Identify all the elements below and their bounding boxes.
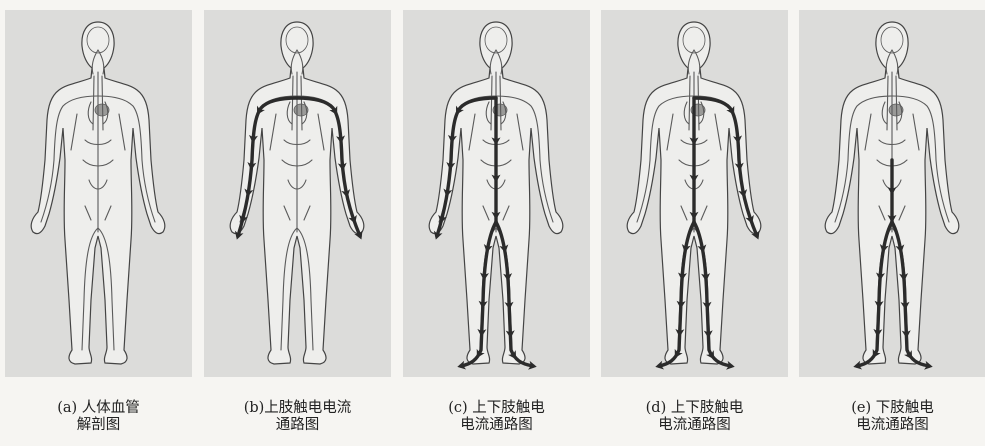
- caption-label: (a): [57, 400, 77, 416]
- body-diagram-d: [601, 10, 788, 377]
- panel-e: [799, 10, 985, 377]
- caption-label: (d): [646, 400, 667, 416]
- body-diagram-c: [403, 10, 590, 377]
- panel-b: [204, 10, 391, 377]
- caption-a: (a) 人体血管 解剖图: [5, 400, 192, 434]
- caption-b: (b)上肢触电电流 通路图: [204, 400, 391, 434]
- caption-text-2: 通路图: [204, 417, 391, 434]
- caption-label: (c): [448, 400, 467, 416]
- caption-text: 上肢触电电流: [264, 400, 351, 416]
- caption-text: 下肢触电: [876, 400, 934, 416]
- caption-label: (b): [244, 400, 265, 416]
- body-diagram-a: [5, 10, 192, 377]
- panel-a: [5, 10, 192, 377]
- caption-label: (e): [851, 400, 871, 416]
- body-diagram-e: [799, 10, 985, 377]
- caption-text: 上下肢触电: [671, 400, 744, 416]
- body-diagram-b: [204, 10, 391, 377]
- caption-d: (d) 上下肢触电 电流通路图: [601, 400, 788, 434]
- caption-text-2: 电流通路图: [403, 417, 590, 434]
- caption-text: 人体血管: [82, 400, 140, 416]
- caption-c: (c) 上下肢触电 电流通路图: [403, 400, 590, 434]
- panel-c: [403, 10, 590, 377]
- caption-text: 上下肢触电: [472, 400, 545, 416]
- caption-text-2: 解剖图: [5, 417, 192, 434]
- caption-text-2: 电流通路图: [601, 417, 788, 434]
- caption-text-2: 电流通路图: [799, 417, 985, 434]
- caption-e: (e) 下肢触电 电流通路图: [799, 400, 985, 434]
- panel-d: [601, 10, 788, 377]
